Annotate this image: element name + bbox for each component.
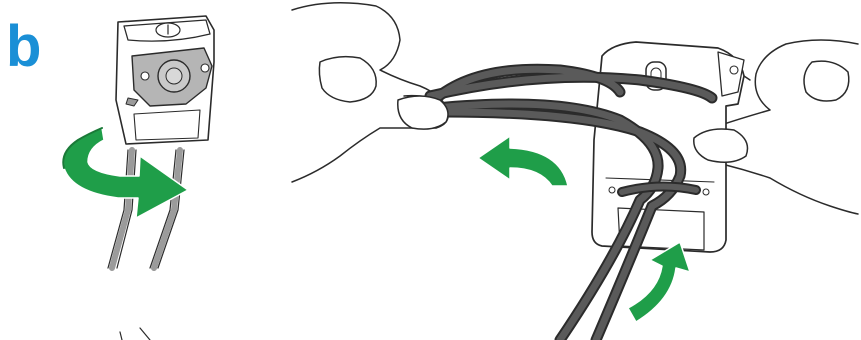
small-device-cables: [107, 149, 185, 269]
hands-device-panel: [291, 2, 859, 340]
screw-icon: [729, 65, 739, 75]
small-device-cable-fill: [109, 147, 183, 271]
right-hand: [695, 39, 859, 215]
dark-cables: [424, 63, 718, 340]
screw-icon: [200, 63, 210, 73]
pull-left-arrow-icon: [477, 135, 569, 187]
left-thumb: [397, 95, 449, 130]
pull-up-arrow-icon: [627, 241, 691, 323]
left-hand: [291, 2, 449, 183]
rotate-arrow-icon: [62, 127, 189, 219]
small-device-panel: [62, 15, 215, 340]
right-thumb: [693, 128, 749, 163]
screw-icon: [140, 71, 150, 81]
step-label: b: [6, 14, 42, 79]
